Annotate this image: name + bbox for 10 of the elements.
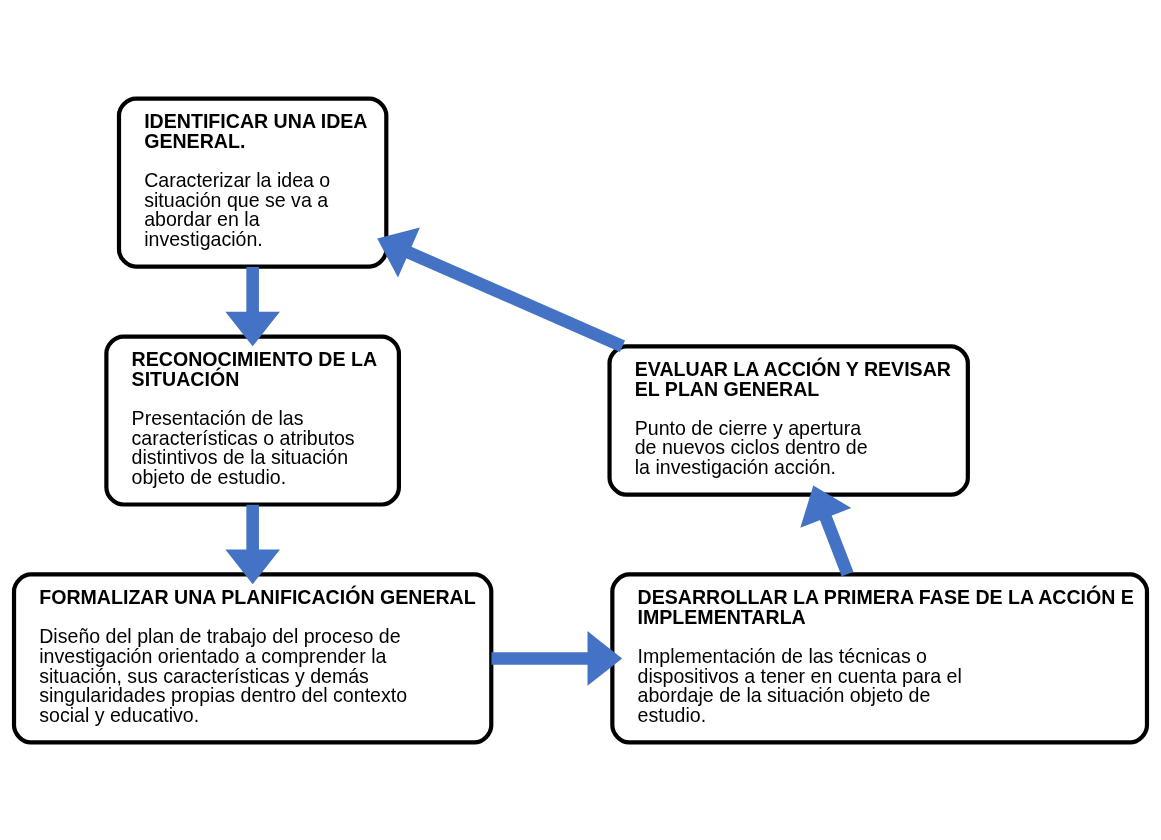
arrow (225, 504, 280, 584)
node-box: IDENTIFICAR UNA IDEA GENERAL. Caracterizar la idea o situación que se va a abordar en la investigación. (116, 96, 389, 269)
arrow (491, 630, 623, 686)
node-box: EVALUAR LA ACCIÓN Y REVISAR EL PLAN GENERAL Punto de cierre y apertura de nuevos ciclos dentro de la investigación acción. (607, 343, 970, 497)
arrow (377, 227, 625, 352)
arrow (800, 485, 854, 576)
arrow (225, 266, 280, 346)
node-box: RECONOCIMIENTO DE LA SITUACIÓN Presentación de las características o atributos distintivos de la situación objeto de estudio. (104, 333, 401, 507)
node-box: FORMALIZAR UNA PLANIFICACIÓN GENERAL Diseño del plan de trabajo del proceso de investigación orientado a comprender la situación, sus características y demás singularidades propias dentro del contexto social y educativo. (11, 571, 494, 744)
node-box: DESARROLLAR LA PRIMERA FASE DE LA ACCIÓN E IMPLEMENTARLA Implementación de las técnicas o dispositivos a tener en cuenta para el abordaje de la situación objeto de estudio. (610, 571, 1150, 744)
